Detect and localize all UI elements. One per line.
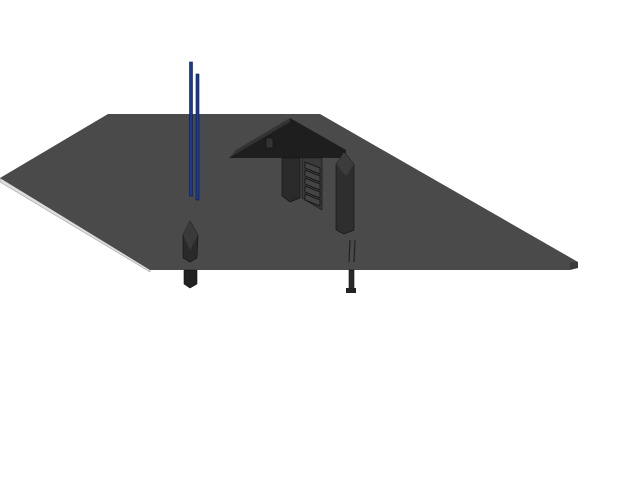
pillar (335, 151, 355, 235)
post-left (182, 220, 199, 289)
blue-poles (189, 61, 200, 201)
ladder (281, 157, 323, 211)
post-right (346, 239, 356, 293)
shelter-roof (229, 118, 346, 158)
